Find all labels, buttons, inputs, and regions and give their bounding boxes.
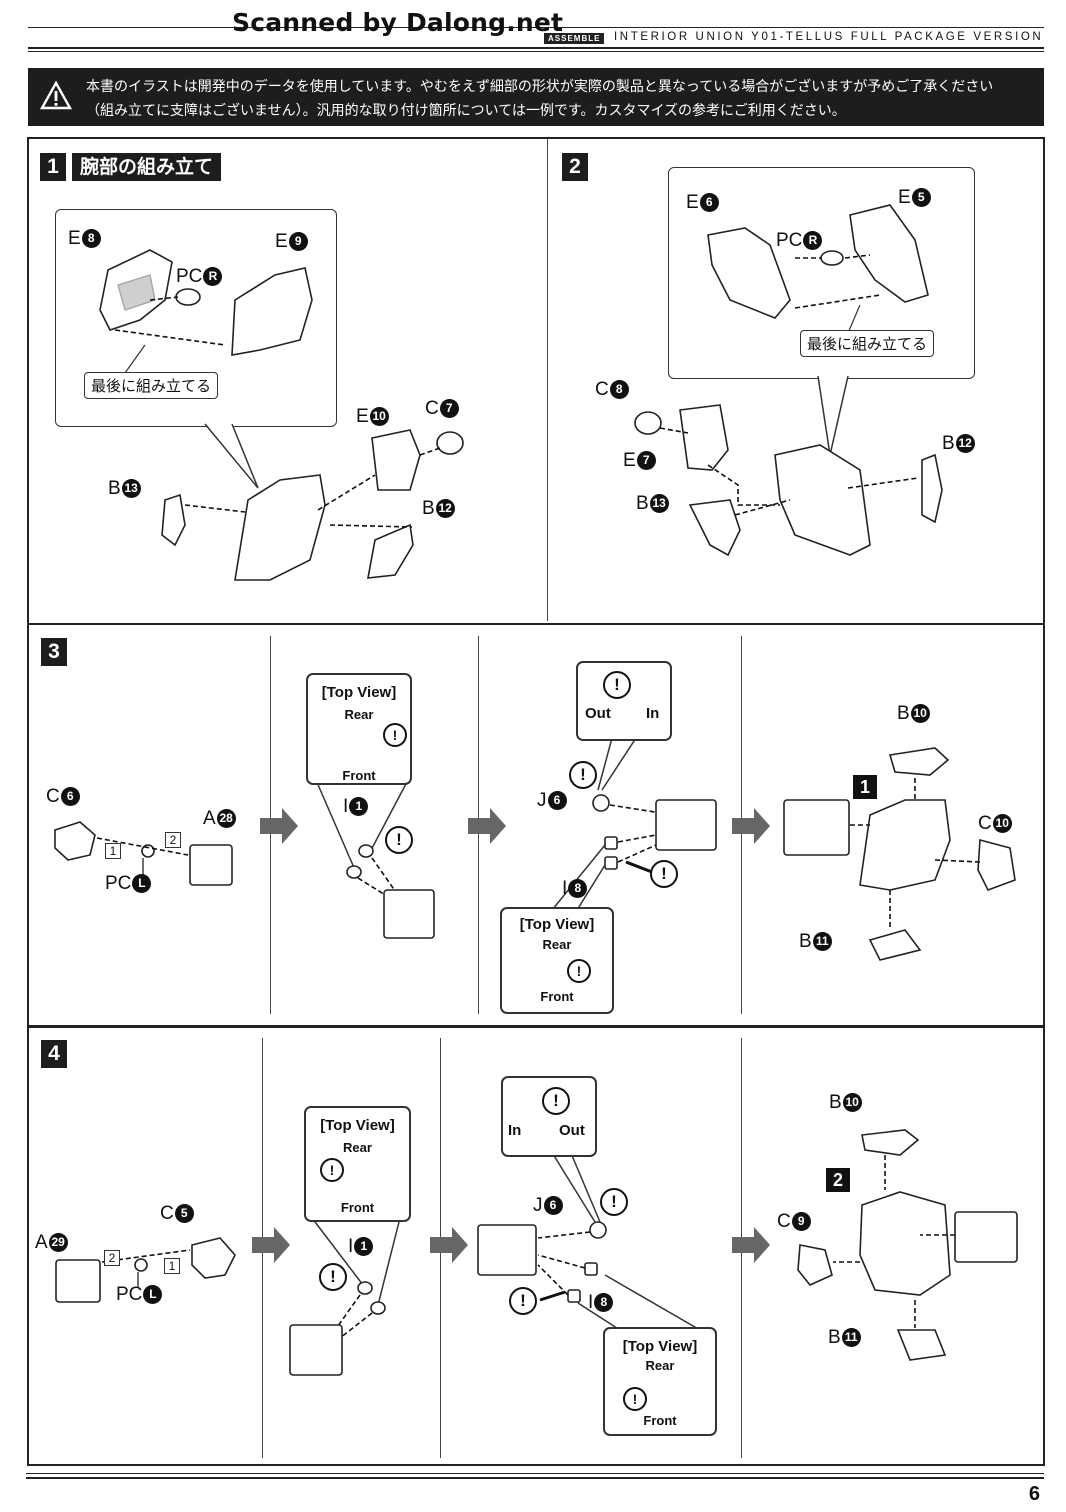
- notice-line-2: （組み立てに支障はございません）。汎用的な取り付け箇所については一例です。カスタ…: [86, 102, 846, 118]
- notice-bar: 本書のイラストは開発中のデータを使用しています。やむをえず細部の形状が実際の製品…: [28, 68, 1044, 126]
- footer-rule-thick: [26, 1477, 1044, 1479]
- caution-icon: !: [600, 1188, 628, 1216]
- caution-icon: !: [569, 761, 597, 789]
- note-assemble-last-1: 最後に組み立てる: [84, 372, 219, 399]
- top-view-panel: [Top View] Rear Front !: [306, 673, 412, 785]
- caution-icon: !: [650, 860, 678, 888]
- caution-icon: !: [509, 1287, 537, 1315]
- caution-icon: !: [319, 1263, 347, 1291]
- step4-divider-3: [741, 1038, 742, 1458]
- watermark: Scanned by Dalong.net: [232, 8, 564, 37]
- top-view-panel: [Top View] Rear Front !: [603, 1327, 717, 1436]
- note-assemble-last-2: 最後に組み立てる: [800, 330, 935, 357]
- step-divider: [547, 139, 548, 621]
- header-rule-top: [28, 27, 1044, 28]
- caution-icon: !: [542, 1087, 570, 1115]
- header-rule-thin: [28, 51, 1044, 52]
- assemble-tag: ASSEMBLE: [544, 33, 605, 44]
- seq-box: 1: [164, 1258, 180, 1274]
- step4-divider-2: [440, 1038, 441, 1458]
- step-title-1: 腕部の組み立て: [72, 153, 222, 181]
- caution-icon: !: [385, 826, 413, 854]
- step3-divider-2: [478, 636, 479, 1014]
- step-number-2: 2: [562, 153, 588, 181]
- top-view-panel: [Top View] Rear Front !: [500, 907, 614, 1014]
- footer-rule: [26, 1473, 1044, 1474]
- product-title: INTERIOR UNION Y01-TELLUS FULL PACKAGE V…: [614, 31, 1044, 43]
- seq-box: 2: [104, 1250, 120, 1266]
- step3-divider-3: [741, 636, 742, 1014]
- orientation-panel: ! Out In: [576, 661, 672, 741]
- page-number: 6: [1028, 1483, 1040, 1505]
- subassembly-ref: 1: [853, 775, 877, 799]
- caution-icon: !: [567, 959, 591, 983]
- orientation-panel: ! In Out: [501, 1076, 597, 1157]
- step-number-4: 4: [41, 1040, 67, 1068]
- step4-divider-1: [262, 1038, 263, 1458]
- subassembly-ref: 2: [826, 1168, 850, 1192]
- header-rule: [28, 47, 1044, 49]
- caution-icon: !: [320, 1158, 344, 1182]
- seq-box: 2: [165, 832, 181, 848]
- step3-divider-1: [270, 636, 271, 1014]
- top-view-panel: [Top View] Rear Front !: [304, 1106, 411, 1222]
- warning-icon: [39, 80, 73, 110]
- step-number-1: 1: [40, 153, 66, 181]
- caution-icon: !: [383, 723, 407, 747]
- notice-line-1: 本書のイラストは開発中のデータを使用しています。やむをえず細部の形状が実際の製品…: [86, 78, 994, 94]
- step-number-3: 3: [41, 638, 67, 666]
- seq-box: 1: [105, 843, 121, 859]
- caution-icon: !: [623, 1387, 647, 1411]
- caution-icon: !: [603, 671, 631, 699]
